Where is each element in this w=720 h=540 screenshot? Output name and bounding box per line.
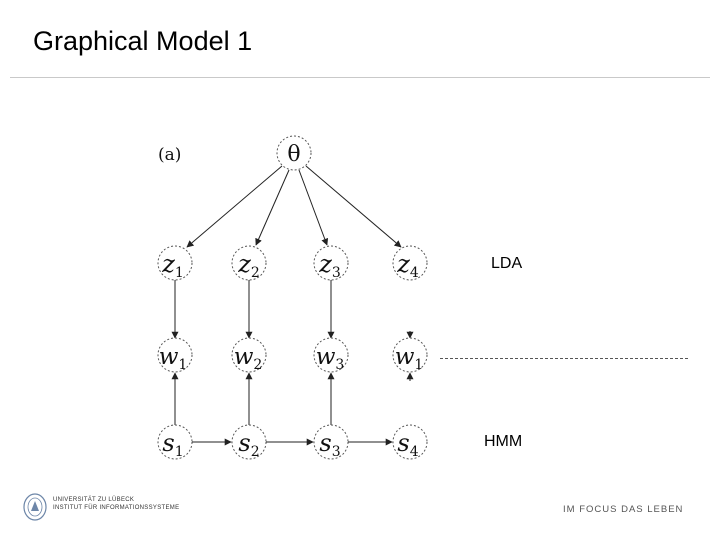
edge-theta-z4 <box>305 165 402 248</box>
z-node-2: z2 <box>231 245 267 281</box>
svg-text:z1: z1 <box>161 250 184 281</box>
university-name: UNIVERSITÄT ZU LÜBECK INSTITUT FÜR INFOR… <box>53 496 179 512</box>
s-node-3-var: s <box>319 429 331 457</box>
z-node-3-var: z <box>318 250 332 278</box>
z-node-2-sub: 2 <box>251 265 260 281</box>
svg-text:s2: s2 <box>238 429 259 460</box>
svg-text:w3: w3 <box>316 344 345 373</box>
theta-symbol: θ <box>287 142 300 167</box>
w-node-1-var: w <box>159 344 179 370</box>
svg-text:w2: w2 <box>234 344 263 373</box>
s-node-1: s1 <box>157 424 193 460</box>
z-node-2-var: z <box>237 250 251 278</box>
university-seal-logo <box>23 493 47 521</box>
svg-text:z3: z3 <box>318 250 341 281</box>
s-node-2-sub: 2 <box>251 444 260 460</box>
z-node-1-sub: 1 <box>175 265 184 281</box>
s-node-2-var: s <box>238 429 250 457</box>
s-node-3: s3 <box>313 424 349 460</box>
w-node-4-var: w <box>395 344 415 370</box>
slide-title: Graphical Model 1 <box>33 26 253 56</box>
z-node-4: z4 <box>392 245 428 281</box>
s-node-4-var: s <box>397 429 409 457</box>
theta-edges <box>186 165 402 248</box>
z-node-3: z3 <box>313 245 349 281</box>
w-node-1: w1 <box>157 337 193 373</box>
s-node-2: s2 <box>231 424 267 460</box>
panel-label: (a) <box>158 145 181 165</box>
edge-theta-z2 <box>255 169 290 246</box>
s-node-1-sub: 1 <box>175 444 184 460</box>
s-node-4: s4 <box>392 424 428 460</box>
z-node-4-sub: 4 <box>410 265 419 281</box>
s-to-w-edges <box>171 372 335 425</box>
dashed-divider <box>440 358 688 359</box>
s-node-4-sub: 4 <box>410 444 419 460</box>
z-row: z1 z2 z3 z4 <box>157 245 428 281</box>
w-node-2-sub: 2 <box>253 357 262 373</box>
z-to-w-edges <box>171 280 335 339</box>
edge-theta-z1 <box>186 165 283 248</box>
z-node-3-sub: 3 <box>332 265 341 281</box>
lda-label: LDA <box>491 255 523 272</box>
svg-text:z2: z2 <box>237 250 260 281</box>
svg-text:w1: w1 <box>395 344 424 373</box>
w-node-3-sub: 3 <box>335 357 344 373</box>
w-node-3-var: w <box>316 344 336 370</box>
university-name-line1: UNIVERSITÄT ZU LÜBECK <box>53 497 135 503</box>
w-node-4: w1 <box>392 337 428 373</box>
w-node-4-sub: 1 <box>414 357 423 373</box>
svg-text:s4: s4 <box>397 429 418 460</box>
z-node-1-var: z <box>161 250 175 278</box>
w-node-1-sub: 1 <box>178 357 187 373</box>
svg-text:w1: w1 <box>159 344 188 373</box>
svg-text:s1: s1 <box>162 429 183 460</box>
w-node-2-var: w <box>234 344 254 370</box>
svg-text:z4: z4 <box>396 250 419 281</box>
w-node-2: w2 <box>231 337 267 373</box>
footer-tagline: IM FOCUS DAS LEBEN <box>563 504 684 515</box>
s-node-1-var: s <box>162 429 174 457</box>
z-node-4-var: z <box>396 250 410 278</box>
w-row: w1 w2 w3 w1 <box>157 337 428 373</box>
title-divider <box>10 77 710 78</box>
theta-node: θ <box>276 135 312 171</box>
s-node-3-sub: 3 <box>332 444 341 460</box>
university-name-line2: INSTITUT FÜR INFORMATIONSSYSTEME <box>53 505 180 511</box>
footer: UNIVERSITÄT ZU LÜBECK INSTITUT FÜR INFOR… <box>0 488 720 528</box>
edge-theta-z3 <box>298 169 329 246</box>
hmm-label: HMM <box>484 433 523 450</box>
svg-text:s3: s3 <box>319 429 340 460</box>
z-node-1: z1 <box>157 245 193 281</box>
w-node-3: w3 <box>313 337 349 373</box>
